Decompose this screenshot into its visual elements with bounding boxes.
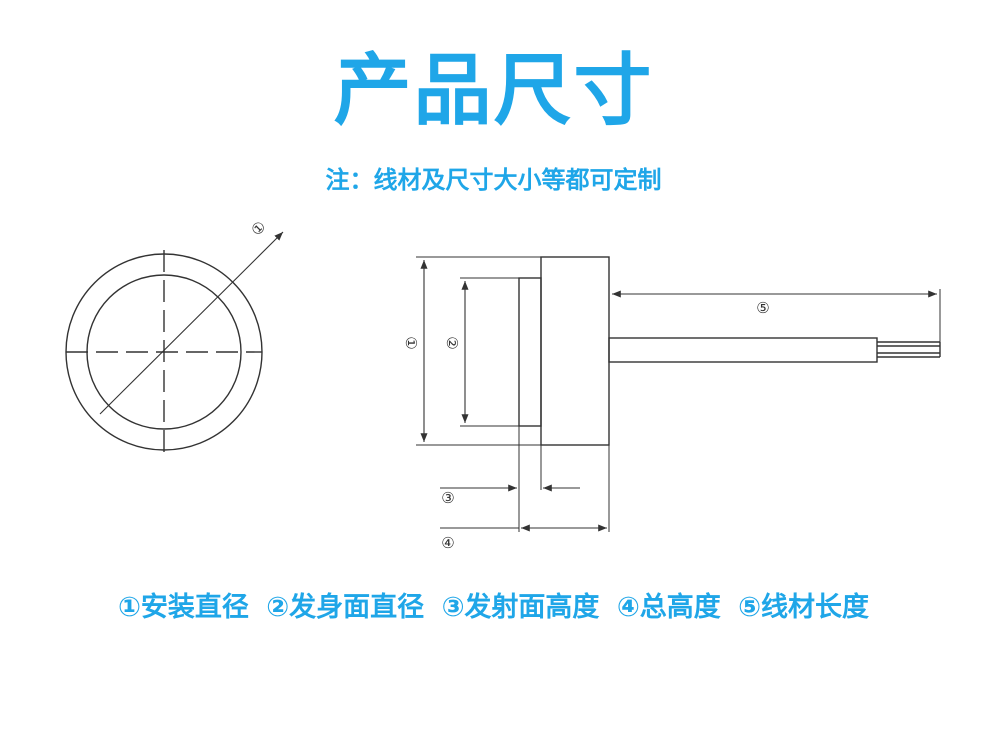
legend-item-body-diameter: ②发身面直径 xyxy=(266,592,425,623)
front-view xyxy=(65,231,284,452)
dimension-legend: ①安装直径 ②发身面直径 ③发射面高度 ④总高度 ⑤线材长度 xyxy=(0,594,987,621)
emitter-face xyxy=(518,277,542,427)
legend-item-emitter-height: ③发射面高度 xyxy=(441,592,600,623)
housing-body xyxy=(540,256,610,446)
dim-label-5: ⑤ xyxy=(756,299,769,317)
side-view xyxy=(416,256,941,532)
dim-label-3: ③ xyxy=(441,489,454,507)
page-title: 产品尺寸 xyxy=(333,46,654,136)
dim-label-1-front: ① xyxy=(247,217,269,239)
customization-note: 注：线材及尺寸大小等都可定制 xyxy=(325,166,662,194)
legend-item-total-height: ④总高度 xyxy=(616,592,721,623)
dim-label-1-side: ① xyxy=(402,336,420,349)
dim-label-4: ④ xyxy=(441,534,454,552)
legend-item-mount-diameter: ①安装直径 xyxy=(118,592,249,623)
cable xyxy=(608,337,878,363)
legend-item-cable-length: ⑤线材长度 xyxy=(738,592,869,623)
dim-label-2: ② xyxy=(443,336,461,349)
diameter-line xyxy=(99,231,284,415)
